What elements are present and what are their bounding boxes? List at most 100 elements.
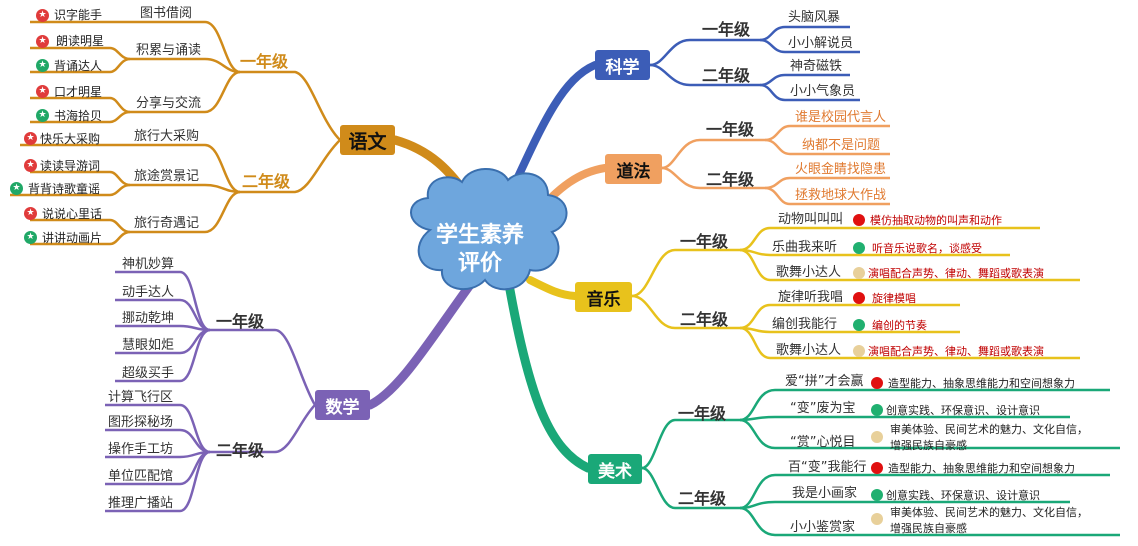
yinyue-grade2: 二年级 <box>680 310 729 329</box>
shuxue-item: 超级买手 <box>122 366 175 381</box>
yuwen-cat3: 分享与交流 <box>136 96 202 111</box>
yuwen-item: 讲讲动画片 <box>42 231 103 245</box>
red-dot-icon <box>871 462 883 474</box>
kexue-grade1: 一年级 <box>702 20 751 39</box>
meishu-note: 创意实践、环保意识、设计意识 <box>886 404 1040 417</box>
yuwen-cat1: 图书借阅 <box>140 6 193 21</box>
yinyue-note: 演唱配合声势、律动、舞蹈或歌表演 <box>868 267 1044 280</box>
red-star-icon: ★ <box>24 132 37 145</box>
yuwen-cat2: 积累与诵读 <box>136 43 202 58</box>
daofa-grade2: 二年级 <box>706 170 755 189</box>
shuxue-item: 图形探秘场 <box>108 415 174 430</box>
shuxue-item: 慧眼如炬 <box>122 338 175 353</box>
meishu-grade2: 二年级 <box>678 489 727 508</box>
red-star-icon: ★ <box>24 207 37 220</box>
meishu-note: 增强民族自豪感 <box>890 439 967 452</box>
subject-daofa[interactable]: 道法 <box>605 154 662 184</box>
green-star-icon: ★ <box>36 109 49 122</box>
yuwen-cat4: 旅行大采购 <box>134 129 200 144</box>
red-dot-icon <box>853 214 865 226</box>
tan-dot-icon <box>853 267 865 279</box>
yuwen-item: 识字能手 <box>54 8 103 22</box>
meishu-item: 百“变”我能行 <box>788 460 867 475</box>
center-cloud <box>410 168 568 291</box>
red-dot-icon <box>871 377 883 389</box>
kexue-item: 神奇磁铁 <box>790 59 843 74</box>
green-dot-icon <box>871 489 883 501</box>
green-star-icon: ★ <box>24 231 37 244</box>
shuxue-item: 神机妙算 <box>122 257 175 272</box>
yuwen-item: 背诵达人 <box>54 59 103 73</box>
shuxue-item: 计算飞行区 <box>108 390 174 405</box>
yinyue-item: 动物叫叫叫 <box>778 212 844 227</box>
meishu-item: “变”废为宝 <box>790 401 856 416</box>
yinyue-item: 歌舞小达人 <box>776 265 842 280</box>
yinyue-item: 歌舞小达人 <box>776 343 842 358</box>
meishu-note: 造型能力、抽象思维能力和空间想象力 <box>888 377 1075 390</box>
daofa-item: 火眼金睛找隐患 <box>795 162 887 177</box>
meishu-grade1: 一年级 <box>678 404 727 423</box>
yuwen-item: 书海拾贝 <box>54 109 103 123</box>
yuwen-item: 朗读明星 <box>56 34 105 48</box>
tan-dot-icon <box>871 431 883 443</box>
shuxue-grade2: 二年级 <box>216 441 265 460</box>
red-star-icon: ★ <box>24 159 37 172</box>
yuwen-item: 背背诗歌童谣 <box>28 182 101 196</box>
meishu-note: 审美体验、民间艺术的魅力、文化自信， <box>890 423 1088 436</box>
subject-kexue[interactable]: 科学 <box>595 50 650 80</box>
yinyue-item: 旋律听我唱 <box>778 290 844 305</box>
shuxue-item: 推理广播站 <box>108 496 174 511</box>
shuxue-item: 挪动乾坤 <box>122 311 175 326</box>
green-star-icon: ★ <box>36 59 49 72</box>
shuxue-grade1: 一年级 <box>216 312 265 331</box>
daofa-item: 纳都不是问题 <box>802 138 881 153</box>
yinyue-note: 编创的节奏 <box>872 319 927 332</box>
meishu-item: “赏”心悦目 <box>790 435 856 450</box>
tan-dot-icon <box>853 345 865 357</box>
subject-meishu[interactable]: 美术 <box>588 454 642 484</box>
yuwen-item: 说说心里话 <box>42 207 103 221</box>
yuwen-item: 口才明星 <box>54 85 103 99</box>
meishu-note: 造型能力、抽象思维能力和空间想象力 <box>888 462 1075 475</box>
green-dot-icon <box>871 404 883 416</box>
meishu-item: 我是小画家 <box>792 486 858 501</box>
green-star-icon: ★ <box>10 182 23 195</box>
kexue-item: 小小解说员 <box>788 36 854 51</box>
daofa-item: 拯救地球大作战 <box>795 188 887 203</box>
tan-dot-icon <box>871 513 883 525</box>
shuxue-item: 单位匹配馆 <box>108 469 174 484</box>
yinyue-note: 旋律模唱 <box>872 292 916 305</box>
meishu-item: 小小鉴赏家 <box>790 520 856 535</box>
shuxue-item: 操作手工坊 <box>108 442 174 457</box>
yuwen-item: 快乐大采购 <box>40 132 101 146</box>
red-dot-icon <box>853 292 865 304</box>
yuwen-cat5: 旅途赏景记 <box>134 169 200 184</box>
yinyue-note: 模仿抽取动物的叫声和动作 <box>870 214 1002 227</box>
yuwen-grade2: 二年级 <box>242 172 291 191</box>
subject-yinyue[interactable]: 音乐 <box>575 282 632 312</box>
red-star-icon: ★ <box>36 85 49 98</box>
yuwen-cat6: 旅行奇遇记 <box>134 216 200 231</box>
kexue-grade2: 二年级 <box>702 66 751 85</box>
kexue-item: 小小气象员 <box>790 84 856 99</box>
meishu-item: 爱“拼”才会赢 <box>785 374 864 389</box>
meishu-note: 创意实践、环保意识、设计意识 <box>886 489 1040 502</box>
yuwen-grade1: 一年级 <box>240 52 289 71</box>
red-star-icon: ★ <box>36 9 49 22</box>
yinyue-item: 乐曲我来听 <box>772 240 838 255</box>
meishu-note: 增强民族自豪感 <box>890 522 967 535</box>
yuwen-item: 读读导游词 <box>40 159 101 173</box>
subject-yuwen[interactable]: 语文 <box>340 125 395 155</box>
center-title: 学生素养 评价 <box>435 223 524 276</box>
yinyue-grade1: 一年级 <box>680 232 729 251</box>
yinyue-note: 演唱配合声势、律动、舞蹈或歌表演 <box>868 345 1044 358</box>
kexue-item: 头脑风暴 <box>788 10 841 25</box>
red-star-icon: ★ <box>36 35 49 48</box>
green-dot-icon <box>853 319 865 331</box>
subject-shuxue[interactable]: 数学 <box>315 390 370 420</box>
meishu-note: 审美体验、民间艺术的魅力、文化自信， <box>890 506 1088 519</box>
shuxue-item: 动手达人 <box>122 285 175 300</box>
yinyue-note: 听音乐说歌名，谈感受 <box>872 242 982 255</box>
